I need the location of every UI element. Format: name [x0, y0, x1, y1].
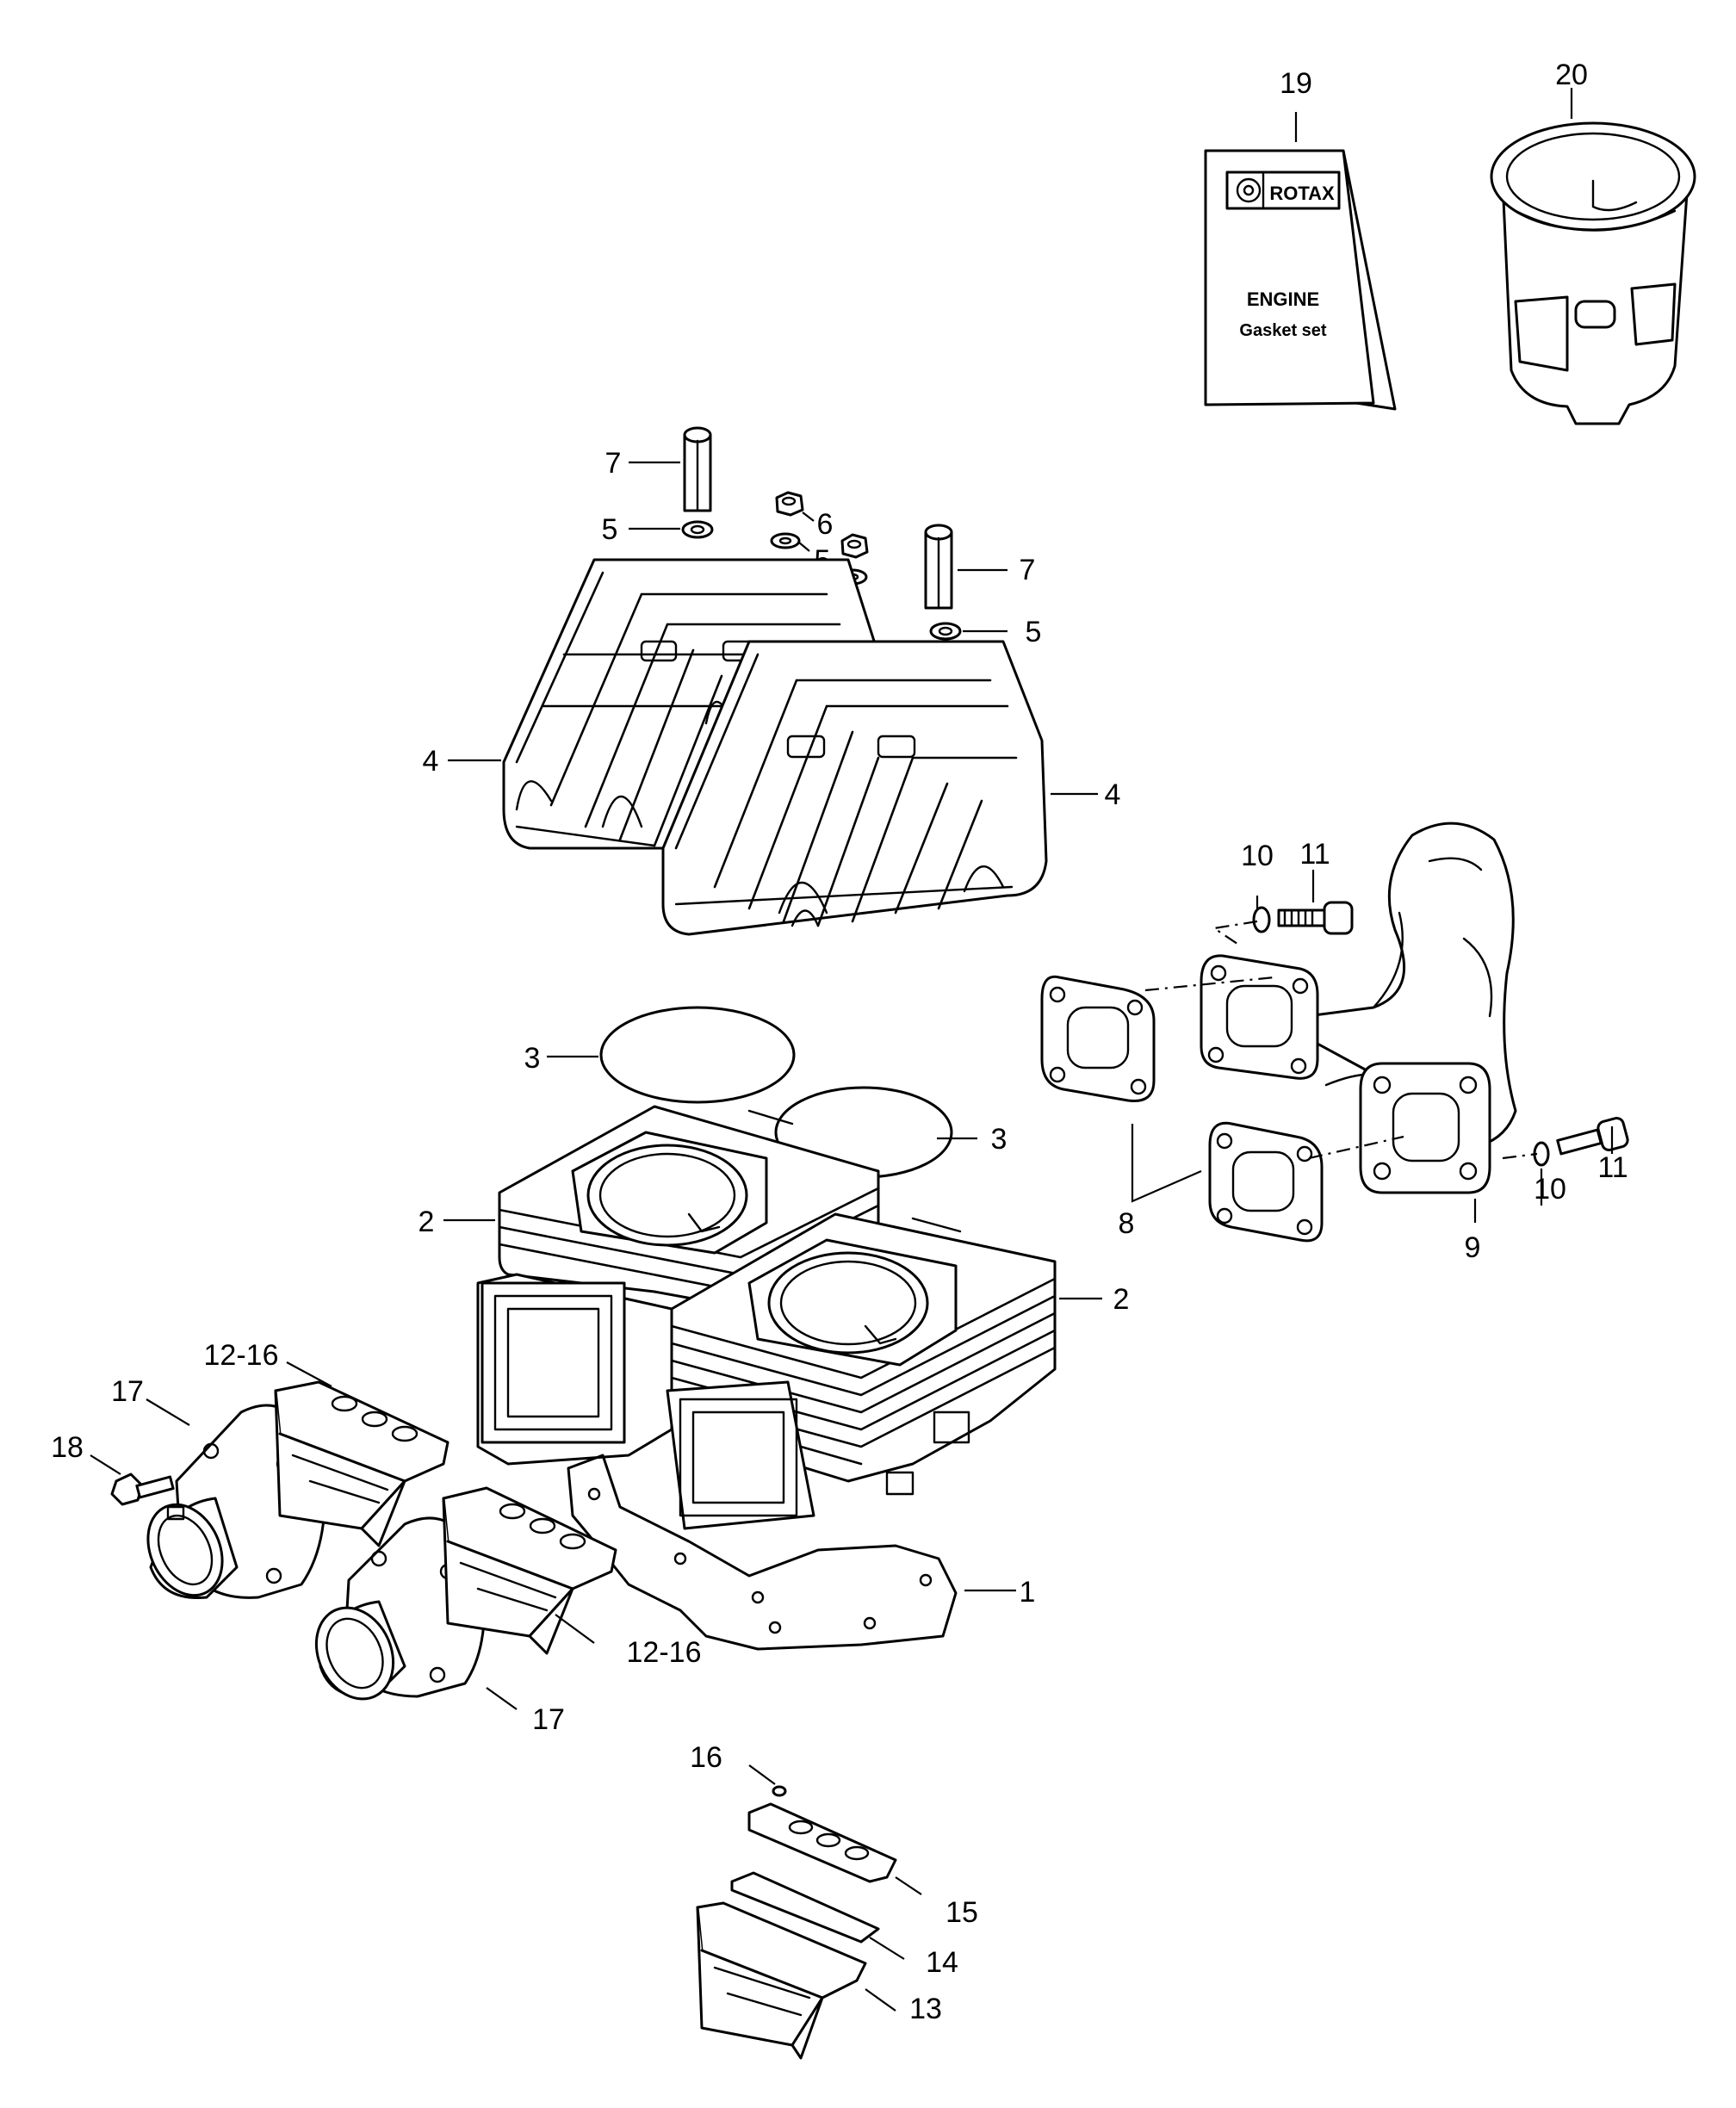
- reed-valve-right: [442, 1486, 617, 1655]
- stud-left: [683, 426, 712, 512]
- callout-11b: 11: [1597, 1151, 1628, 1184]
- callout-17b: 17: [532, 1703, 565, 1736]
- callout-7b: 7: [1020, 554, 1036, 586]
- cylinder-crank-base: [476, 1273, 815, 1530]
- screw-lower: [1556, 1116, 1629, 1156]
- callout-2b: 2: [1113, 1283, 1130, 1316]
- gasket-set-booklet: ROTAX ENGINE Gasket set: [1204, 149, 1397, 411]
- reed-cage-13: [696, 1901, 867, 2060]
- callout-6: 6: [817, 508, 834, 541]
- callout-19: 19: [1280, 67, 1312, 100]
- screw-upper: [1277, 901, 1354, 935]
- booklet-line2: Gasket set: [1239, 321, 1327, 340]
- callout-13: 13: [909, 1993, 942, 2025]
- exhaust-flange-gasket-9: [1359, 1062, 1491, 1194]
- washer-left: [681, 520, 714, 539]
- callout-5c: 5: [1026, 616, 1042, 648]
- callout-18: 18: [51, 1431, 84, 1464]
- callout-10a: 10: [1241, 840, 1274, 872]
- cylinder-sleeve: [1490, 121, 1696, 425]
- callout-3a: 3: [524, 1042, 541, 1075]
- callout-5a: 5: [602, 513, 618, 546]
- exhaust-gasket-upper: [1040, 975, 1156, 1103]
- nut-b: [840, 533, 869, 559]
- washer-right: [929, 622, 962, 641]
- o-ring-rear: [599, 1006, 796, 1104]
- rotax-logo-box: [1225, 170, 1341, 210]
- callout-17a: 17: [111, 1375, 144, 1408]
- reed-screw-16: [772, 1785, 787, 1797]
- callout-8: 8: [1119, 1207, 1135, 1240]
- callout-20: 20: [1555, 59, 1588, 91]
- callout-15: 15: [946, 1896, 978, 1929]
- callout-9: 9: [1465, 1231, 1481, 1264]
- callout-2a: 2: [418, 1206, 435, 1238]
- callout-10b: 10: [1534, 1173, 1566, 1206]
- callout-11a: 11: [1299, 838, 1330, 871]
- washer-a: [770, 532, 801, 549]
- reed-stop-15: [747, 1802, 897, 1883]
- callout-1: 1: [1020, 1576, 1036, 1609]
- booklet-brand: ROTAX: [1269, 183, 1335, 204]
- washer-10-upper: [1252, 906, 1271, 933]
- callout-4a: 4: [423, 745, 439, 778]
- base-gasket: [567, 1454, 958, 1651]
- exhaust-gasket-lower: [1208, 1121, 1324, 1243]
- bolt-18: [110, 1472, 175, 1506]
- nut-a: [775, 491, 804, 517]
- stud-right: [924, 524, 953, 610]
- reed-petal-14: [730, 1871, 880, 1944]
- rotax-logo-icon: [1236, 177, 1262, 203]
- callout-16: 16: [690, 1741, 722, 1774]
- callout-14: 14: [926, 1946, 958, 1979]
- reed-valve-left: [274, 1380, 450, 1547]
- cylinder-head-front: [661, 640, 1048, 936]
- callout-12-16a: 12-16: [204, 1339, 279, 1372]
- exhaust-flange-upper: [1200, 954, 1319, 1080]
- callout-12-16b: 12-16: [627, 1636, 702, 1669]
- booklet-line1: ENGINE: [1247, 288, 1319, 310]
- callout-3b: 3: [991, 1123, 1008, 1156]
- callout-4b: 4: [1105, 778, 1121, 811]
- callout-7a: 7: [605, 447, 622, 480]
